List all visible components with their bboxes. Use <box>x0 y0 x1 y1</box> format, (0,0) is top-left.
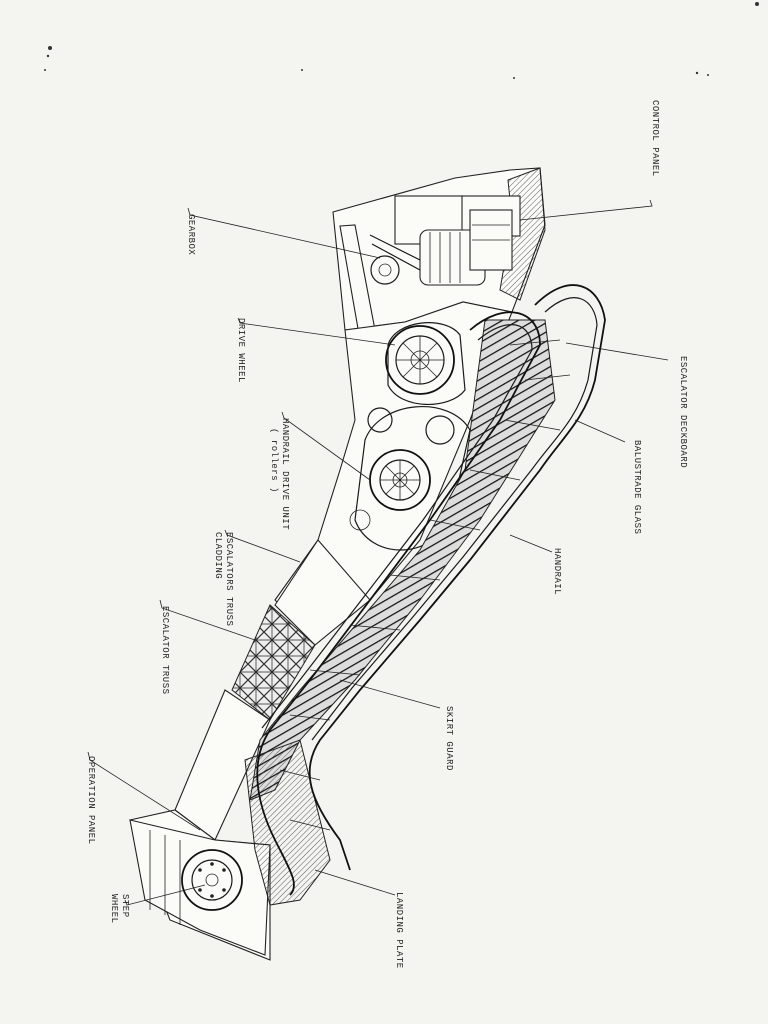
lower-machine-room <box>129 819 271 956</box>
label-landing-plate: LANDING PLATE <box>394 892 404 969</box>
label-handrail-drive-unit: HANDRAIL DRIVE UNIT ( rollers ) <box>268 418 290 530</box>
label-escalators-truss-cladding-line2: CLADDING <box>213 532 223 580</box>
label-drive-wheel: DRIVE WHEEL <box>236 318 246 383</box>
label-balustrade-glass: BALUSTRADE GLASS <box>632 440 642 535</box>
balustrade <box>256 284 606 896</box>
label-escalators-truss-cladding: ESCALATORS TRUSS CLADDING <box>212 532 234 626</box>
upper-machine-room <box>332 167 546 341</box>
scan-specks <box>44 2 759 79</box>
label-step-wheel-line1: STEP <box>120 894 130 918</box>
drive-wheel <box>385 322 466 406</box>
label-handrail-drive-unit-line1: HANDRAIL DRIVE UNIT <box>280 418 290 531</box>
label-escalator-truss: ESCALATOR TRUSS <box>160 606 170 695</box>
label-escalators-truss-cladding-line1: ESCALATORS TRUSS <box>224 532 234 627</box>
label-step-wheel: STEP WHEEL <box>108 894 130 924</box>
label-skirt-guard: SKIRT GUARD <box>444 706 454 771</box>
label-control-panel: CONTROL PANEL <box>650 100 660 177</box>
label-operation-panel: OPERATION PANEL <box>86 756 96 845</box>
leader-lines <box>87 199 669 906</box>
label-escalator-deckboard: ESCALATOR DECKBOARD <box>678 356 688 469</box>
label-gearbox: GEARBOX <box>186 214 196 256</box>
label-handrail-drive-unit-line2: ( rollers ) <box>269 428 279 493</box>
label-step-wheel-line2: WHEEL <box>109 894 119 924</box>
label-handrail: HANDRAIL <box>552 548 562 596</box>
